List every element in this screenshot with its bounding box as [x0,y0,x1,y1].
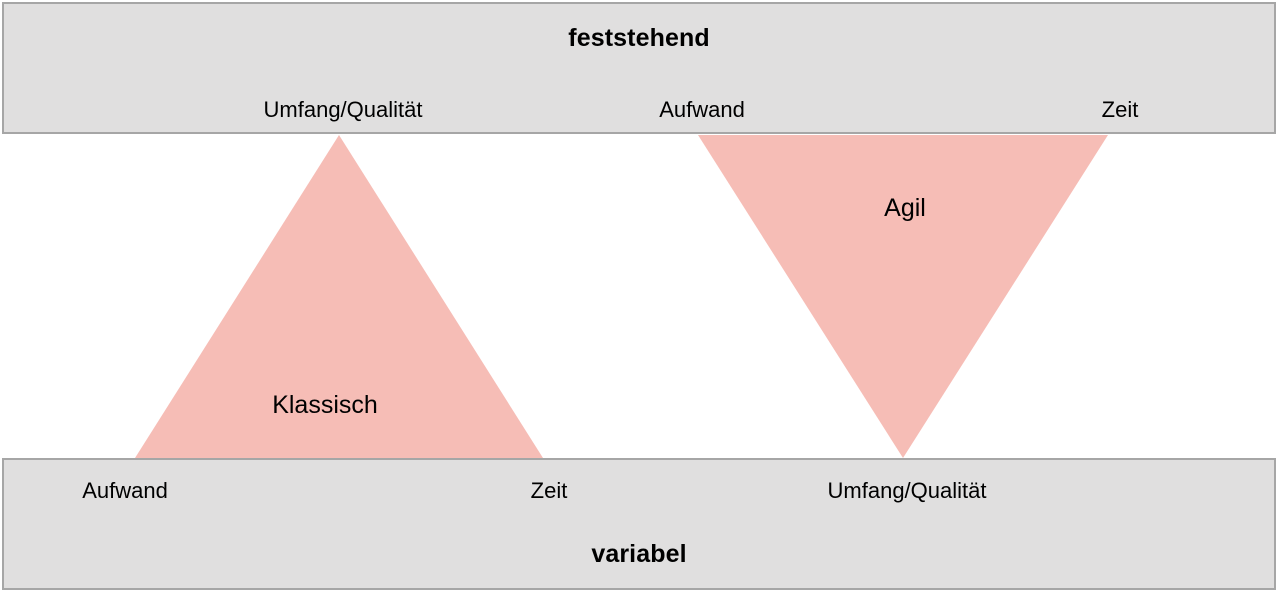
bottom-band-title: variabel [591,540,687,568]
triangle-klassisch [135,135,543,458]
top-band-feststehend: feststehend Umfang/Qualität Aufwand Zeit [2,2,1276,134]
triangle-agil [698,135,1108,458]
triangle-label-agil: Agil [884,194,926,222]
top-label-zeit: Zeit [1101,97,1139,122]
bottom-label-aufwand: Aufwand [82,478,168,503]
bottom-band-variabel: Aufwand Zeit Umfang/Qualität variabel [2,458,1276,590]
top-label-umfang-qualitaet: Umfang/Qualität [263,97,423,122]
bottom-label-umfang-qualitaet: Umfang/Qualität [827,478,987,503]
top-band-title: feststehend [568,24,710,52]
triangle-label-klassisch: Klassisch [272,391,378,419]
bottom-label-zeit: Zeit [530,478,568,503]
top-label-aufwand: Aufwand [659,97,745,122]
